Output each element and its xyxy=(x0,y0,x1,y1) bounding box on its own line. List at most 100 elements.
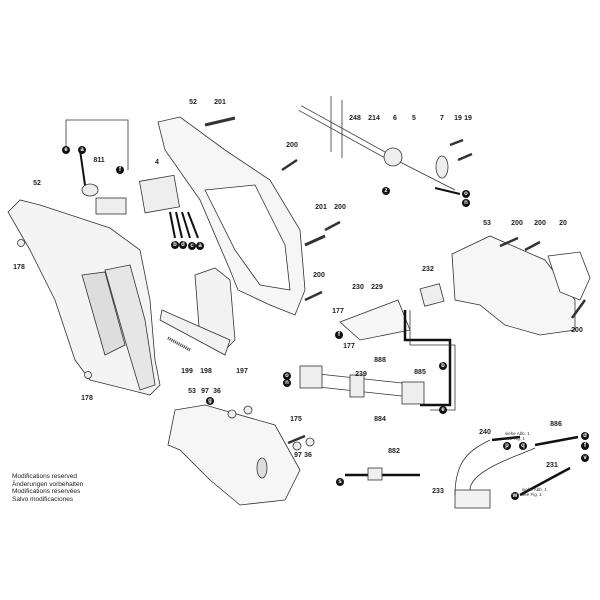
screws xyxy=(17,116,587,451)
part-label: 198 xyxy=(200,368,212,375)
part-label: 200 xyxy=(571,327,583,334)
part-label: 52 xyxy=(33,180,41,187)
trigger-lever-198 xyxy=(159,309,231,356)
part-label: 175 xyxy=(290,416,302,423)
connector-marker: f xyxy=(335,331,343,339)
connector-marker: q xyxy=(519,442,527,450)
connector-marker: a xyxy=(78,146,86,154)
connector-marker: b xyxy=(171,241,179,249)
switch-block xyxy=(139,174,180,214)
part-label: 240 xyxy=(479,429,491,436)
part-label: 19 xyxy=(464,115,472,122)
part-label: 6 xyxy=(393,115,397,122)
part-label: 201 xyxy=(214,99,226,106)
part-label: 52 xyxy=(189,99,197,106)
part-label: 97 xyxy=(201,388,209,395)
connector-marker: g xyxy=(206,397,214,405)
connector-marker: p xyxy=(503,442,511,450)
connector-marker: o xyxy=(462,190,470,198)
connector-marker: e xyxy=(439,406,447,414)
light-box-811 xyxy=(95,197,127,215)
part-label: 886 xyxy=(550,421,562,428)
part-label: 201 xyxy=(315,204,327,211)
part-label: 232 xyxy=(422,266,434,273)
part-label: 248 xyxy=(349,115,361,122)
part-label: 885 xyxy=(414,369,426,376)
cable-harness xyxy=(403,310,452,407)
part-label: 882 xyxy=(388,448,400,455)
part-label: 177 xyxy=(343,343,355,350)
part-label: 7 xyxy=(440,115,444,122)
connector-marker: o xyxy=(283,372,291,380)
part-label: 20 xyxy=(559,220,567,227)
see-fig-note: siehe Abb. 1 see Fig. 1 xyxy=(522,487,547,497)
note-line: Änderungen vorbehalten xyxy=(12,480,84,488)
connector-marker: d xyxy=(179,241,187,249)
connector-left xyxy=(299,365,323,389)
part-label: 229 xyxy=(371,284,383,291)
connector-marker: n xyxy=(462,199,470,207)
part-label: 200 xyxy=(334,204,346,211)
part-label: 233 xyxy=(432,488,444,495)
note-line: Modifications reserved xyxy=(12,473,78,480)
part-label: 200 xyxy=(534,220,546,227)
connector-marker: s xyxy=(336,478,344,486)
connector-marker: d xyxy=(581,432,589,440)
part-label: 200 xyxy=(511,220,523,227)
note-line: Modifications réservées xyxy=(12,488,81,495)
part-label: 53 xyxy=(188,388,196,395)
lamp-811 xyxy=(81,183,99,197)
filter-233 xyxy=(454,489,491,509)
part-label: 200 xyxy=(313,272,325,279)
handle-grip-grid xyxy=(104,264,156,391)
connector-right xyxy=(401,381,425,405)
part-label: 231 xyxy=(546,462,558,469)
part-label: 197 xyxy=(236,368,248,375)
part-label: 36 xyxy=(304,452,312,459)
cable-loop-811 xyxy=(65,119,129,170)
part-label: 5 xyxy=(412,115,416,122)
connector-marker: n xyxy=(283,379,291,387)
part-label: 178 xyxy=(81,395,93,402)
clamp-7 xyxy=(435,155,449,179)
connector-marker: f xyxy=(581,442,589,450)
handle-window xyxy=(81,271,126,356)
see-fig-note: siehe Abb. 1 see Fig. 1 xyxy=(505,431,530,441)
part-label: 19 xyxy=(454,115,462,122)
connector-marker: z xyxy=(382,187,390,195)
part-label: 239 xyxy=(355,371,367,378)
motor-housing-53 xyxy=(451,235,576,336)
grommet-6 xyxy=(383,147,403,167)
spring-199 xyxy=(167,336,191,352)
part-label: 4 xyxy=(155,159,159,166)
part-label: 199 xyxy=(181,368,193,375)
note-line: Salvo modificaciones xyxy=(12,495,74,503)
part-label: 884 xyxy=(374,416,386,423)
part-label: 200 xyxy=(286,142,298,149)
part-label: 53 xyxy=(483,220,491,227)
connector-marker: a xyxy=(196,242,204,250)
handle-inner-window xyxy=(204,184,291,291)
part-label: 214 xyxy=(368,115,380,122)
connector-marker: v xyxy=(581,454,589,462)
part-label: 230 xyxy=(352,284,364,291)
cover-53-lower xyxy=(167,404,301,506)
capacitor-232 xyxy=(419,283,445,307)
part-label: 97 xyxy=(294,452,302,459)
board-230 xyxy=(339,299,411,341)
modifications-reserved-note: Modifications reserved Änderungen vorbeh… xyxy=(12,473,83,503)
connector-marker: w xyxy=(511,492,519,500)
switch-wires xyxy=(169,211,199,239)
part-label: 36 xyxy=(213,388,221,395)
connector-marker: e xyxy=(62,146,70,154)
part-label: 811 xyxy=(93,157,105,164)
connector-marker: f xyxy=(116,166,124,174)
cover-20 xyxy=(547,251,591,301)
part-label: 888 xyxy=(374,357,386,364)
part-label: 178 xyxy=(13,264,25,271)
sleeve-239 xyxy=(349,374,365,398)
part-label: 177 xyxy=(332,308,344,315)
connector-marker: b xyxy=(439,362,447,370)
